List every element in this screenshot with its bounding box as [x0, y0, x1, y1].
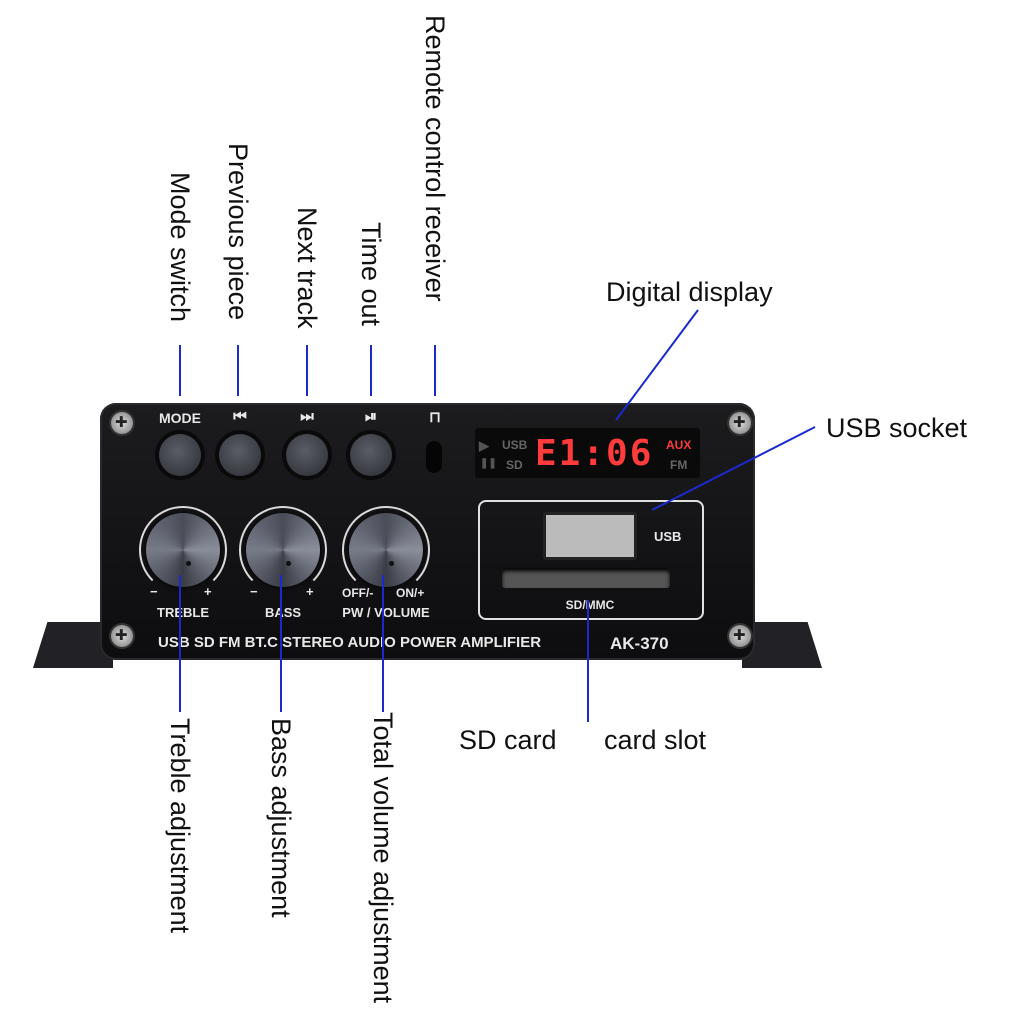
treble-scale-ring: [139, 506, 227, 594]
label-usb-socket: USB socket: [826, 413, 968, 443]
treble-minus: −: [150, 584, 158, 599]
off-label: OFF/-: [342, 586, 374, 600]
volume-knob[interactable]: [349, 513, 423, 587]
label-digital-display: Digital display: [606, 277, 773, 307]
treble-label: TREBLE: [157, 605, 209, 620]
bass-knob[interactable]: [246, 513, 320, 587]
bass-label: BASS: [264, 605, 302, 620]
label-volume-adjustment: Total volume adjustment: [368, 712, 398, 1004]
pw-volume-label: PW / VOLUME: [342, 605, 430, 620]
remote-sensor-icon: ⊓: [429, 409, 441, 426]
treble-knob[interactable]: [146, 513, 220, 587]
label-card-slot: card slot: [604, 725, 707, 755]
label-mode-switch: Mode switch: [165, 172, 195, 323]
display-digits: E1:06: [535, 433, 654, 474]
label-remote-receiver: Remote control receiver: [420, 15, 450, 302]
media-panel-frame: [478, 500, 704, 620]
display-usb-indicator: USB: [502, 438, 528, 452]
leader-line-display: [615, 309, 699, 421]
play-pause-icon: ⏯: [364, 408, 377, 425]
treble-plus: +: [204, 584, 212, 599]
next-button[interactable]: [286, 434, 328, 476]
bass-scale-ring: [239, 506, 327, 594]
sd-card-slot[interactable]: [502, 568, 670, 588]
product-line-text: USB SD FM BT.C STEREO AUDIO POWER AMPLIF…: [158, 634, 542, 651]
screw-icon: [111, 412, 133, 434]
mode-label: MODE: [159, 410, 201, 426]
play-pause-button[interactable]: [350, 434, 392, 476]
display-aux-indicator: AUX: [666, 438, 692, 452]
previous-icon: ⏮: [233, 408, 247, 425]
label-time-out: Time out: [356, 222, 386, 327]
on-label: ON/+: [396, 586, 425, 600]
label-bass-adjustment: Bass adjustment: [266, 718, 296, 918]
remote-receiver: [426, 441, 442, 473]
display-fm-indicator: FM: [670, 458, 688, 472]
previous-button[interactable]: [219, 434, 261, 476]
bass-plus: +: [306, 584, 314, 599]
screw-icon: [111, 625, 133, 647]
next-icon: ⏭: [300, 408, 314, 425]
screw-icon: [729, 625, 751, 647]
usb-socket[interactable]: [543, 512, 637, 560]
label-previous-piece: Previous piece: [223, 143, 253, 321]
right-mounting-flange: [742, 622, 822, 668]
digital-display: [475, 428, 700, 478]
leader-line-usb: [651, 426, 816, 511]
label-sd-card: SD card: [459, 725, 557, 755]
model-number: AK-370: [610, 634, 669, 653]
label-next-track: Next track: [292, 207, 322, 329]
display-pause-icon: ❚❚: [480, 458, 497, 469]
display-sd-indicator: SD: [506, 458, 523, 472]
usb-label: USB: [654, 529, 682, 544]
left-mounting-flange: [33, 622, 113, 668]
volume-scale-ring: [342, 506, 430, 594]
bass-minus: −: [250, 584, 258, 599]
sd-mmc-label: SD/MMC: [565, 598, 615, 612]
label-treble-adjustment: Treble adjustment: [165, 718, 195, 934]
screw-icon: [729, 412, 751, 434]
display-play-icon: ▶: [479, 438, 489, 453]
mode-button[interactable]: [159, 434, 201, 476]
